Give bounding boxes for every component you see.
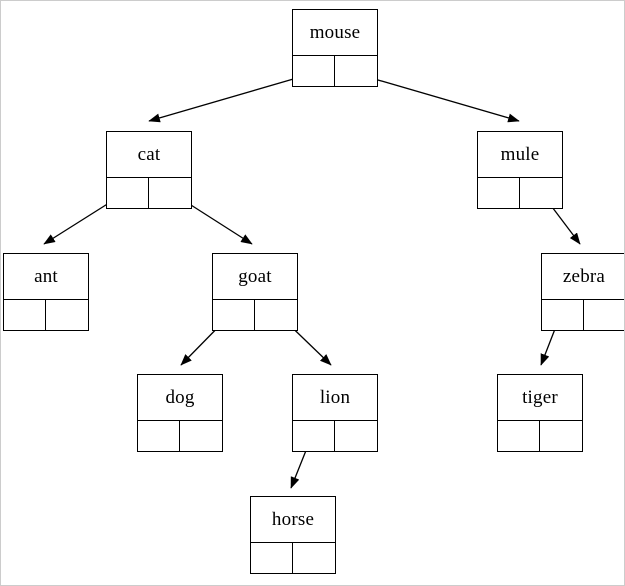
- node-pointers-mule: [478, 178, 562, 209]
- node-pointers-ant: [4, 300, 88, 331]
- node-right-pointer-cat[interactable]: [149, 178, 191, 209]
- node-right-pointer-lion[interactable]: [335, 421, 377, 452]
- edge-mouse-right-to-mule: [353, 72, 520, 123]
- node-label-mule: mule: [478, 132, 562, 178]
- tree-node-horse[interactable]: horse: [250, 496, 336, 574]
- node-left-pointer-lion[interactable]: [293, 421, 335, 452]
- edge-mouse-left-to-cat: [148, 72, 315, 123]
- tree-node-mouse[interactable]: mouse: [292, 9, 378, 87]
- node-pointers-goat: [213, 300, 297, 331]
- node-label-zebra: zebra: [542, 254, 624, 300]
- node-right-pointer-zebra[interactable]: [584, 300, 624, 331]
- node-right-pointer-ant[interactable]: [46, 300, 88, 331]
- node-right-pointer-goat[interactable]: [255, 300, 297, 331]
- node-left-pointer-cat[interactable]: [107, 178, 149, 209]
- tree-node-goat[interactable]: goat: [212, 253, 298, 331]
- node-left-pointer-dog[interactable]: [138, 421, 180, 452]
- tree-node-cat[interactable]: cat: [106, 131, 192, 209]
- node-label-ant: ant: [4, 254, 88, 300]
- node-right-pointer-mule[interactable]: [520, 178, 562, 209]
- node-label-horse: horse: [251, 497, 335, 543]
- node-label-lion: lion: [293, 375, 377, 421]
- node-left-pointer-horse[interactable]: [251, 543, 293, 574]
- node-label-cat: cat: [107, 132, 191, 178]
- node-left-pointer-tiger[interactable]: [498, 421, 540, 452]
- node-label-mouse: mouse: [293, 10, 377, 56]
- tree-node-mule[interactable]: mule: [477, 131, 563, 209]
- node-pointers-horse: [251, 543, 335, 574]
- node-left-pointer-zebra[interactable]: [542, 300, 584, 331]
- tree-node-ant[interactable]: ant: [3, 253, 89, 331]
- tree-node-lion[interactable]: lion: [292, 374, 378, 452]
- node-label-tiger: tiger: [498, 375, 582, 421]
- node-label-dog: dog: [138, 375, 222, 421]
- tree-node-dog[interactable]: dog: [137, 374, 223, 452]
- node-left-pointer-goat[interactable]: [213, 300, 255, 331]
- node-left-pointer-mule[interactable]: [478, 178, 520, 209]
- node-pointers-lion: [293, 421, 377, 452]
- node-right-pointer-tiger[interactable]: [540, 421, 582, 452]
- node-pointers-dog: [138, 421, 222, 452]
- node-label-goat: goat: [213, 254, 297, 300]
- tree-node-tiger[interactable]: tiger: [497, 374, 583, 452]
- node-right-pointer-dog[interactable]: [180, 421, 222, 452]
- tree-node-zebra[interactable]: zebra: [541, 253, 624, 331]
- node-right-pointer-mouse[interactable]: [335, 56, 377, 87]
- node-left-pointer-ant[interactable]: [4, 300, 46, 331]
- node-right-pointer-horse[interactable]: [293, 543, 335, 574]
- node-left-pointer-mouse[interactable]: [293, 56, 335, 87]
- node-pointers-tiger: [498, 421, 582, 452]
- node-pointers-mouse: [293, 56, 377, 87]
- node-pointers-zebra: [542, 300, 624, 331]
- node-pointers-cat: [107, 178, 191, 209]
